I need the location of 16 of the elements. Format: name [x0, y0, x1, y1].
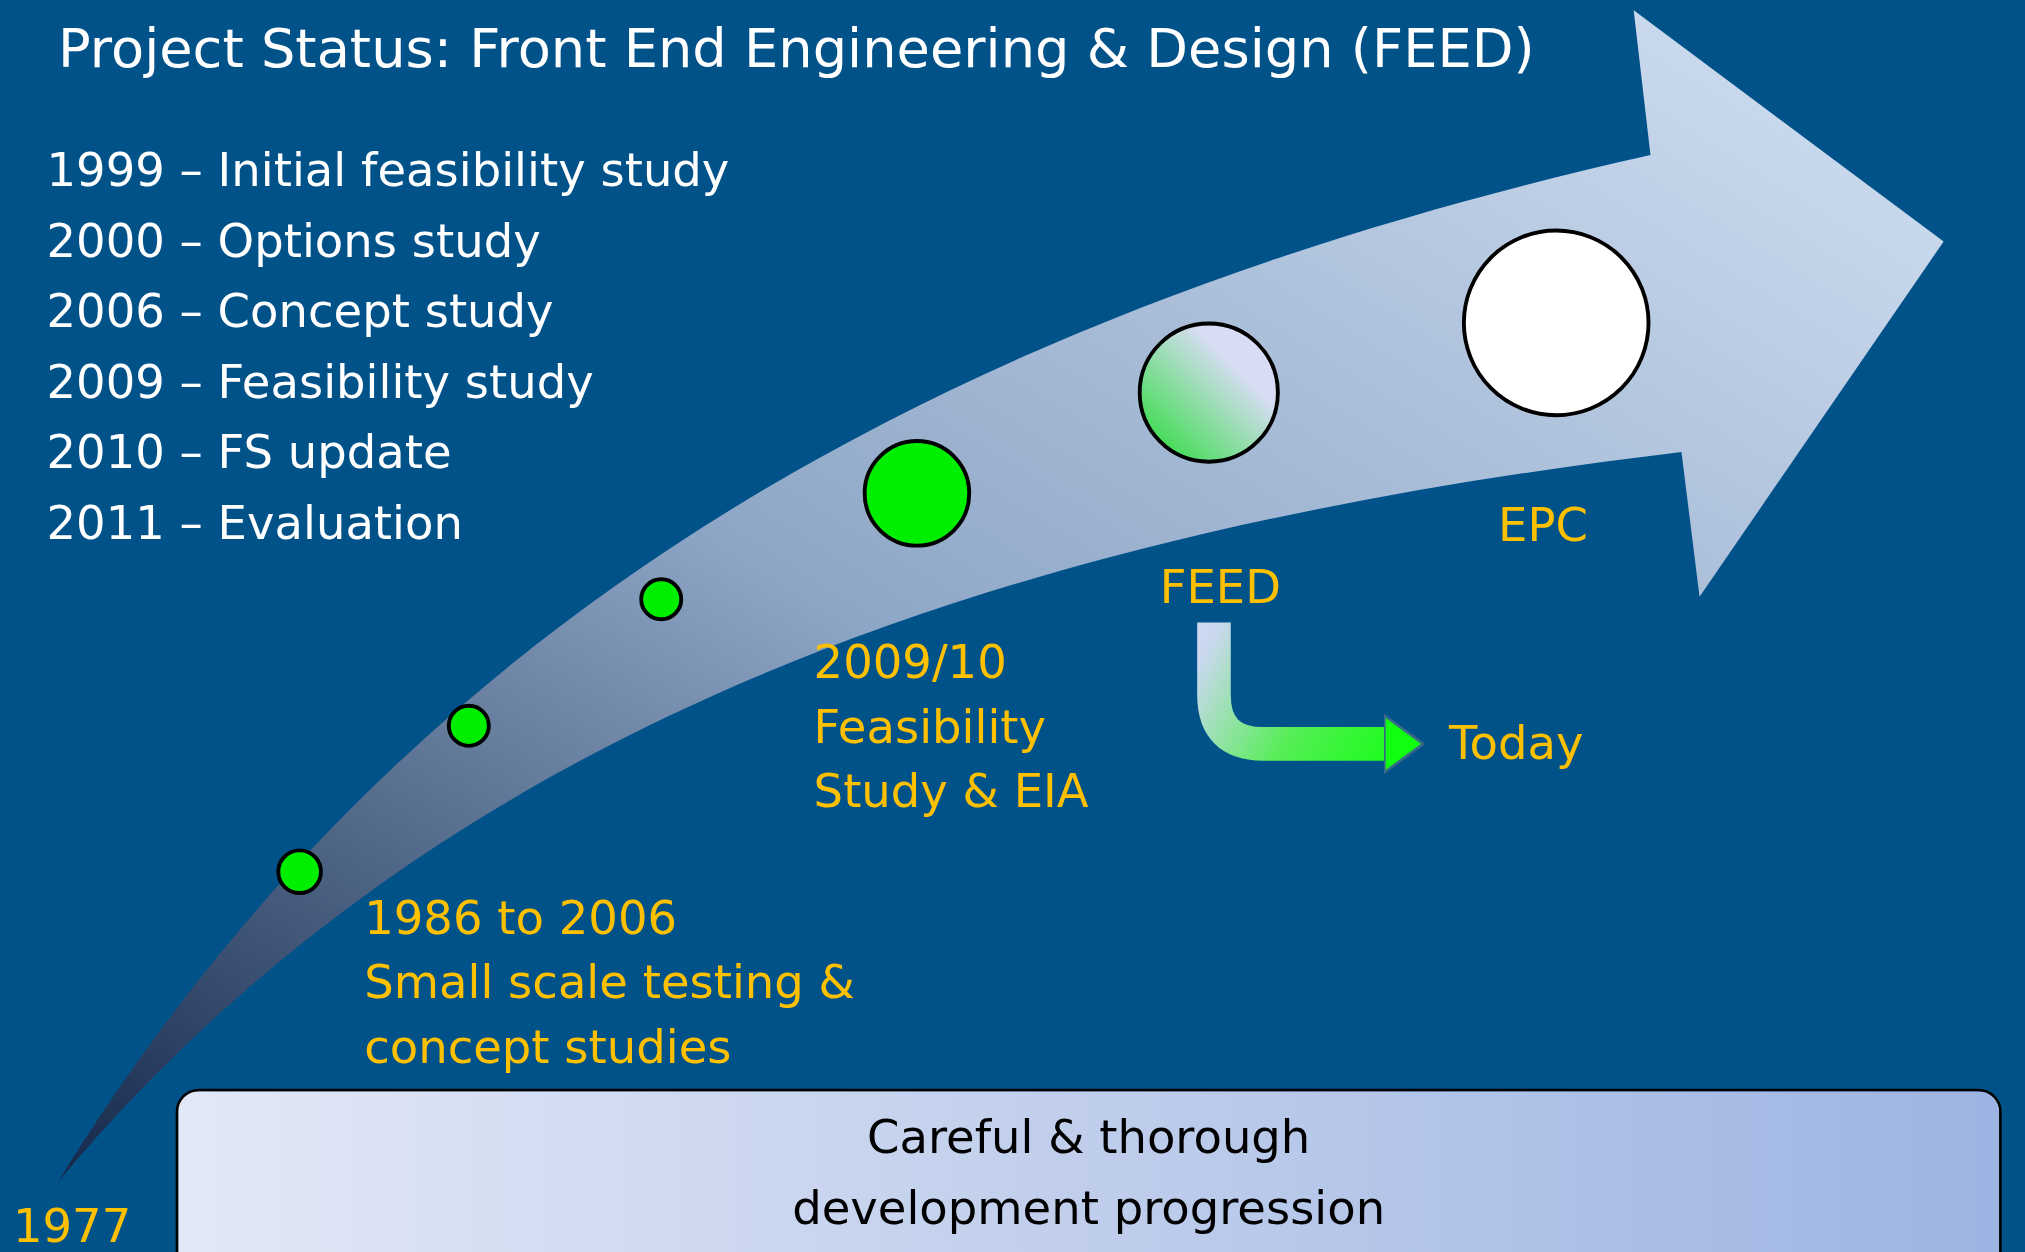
today-label: Today — [1449, 711, 1584, 777]
milestone-label: FEED — [1159, 555, 1281, 620]
milestone-label: 2009/10 Feasibility Study & EIA — [813, 634, 1089, 820]
milestone-label: EPC — [1498, 497, 1588, 554]
history-item: 2009 – Feasibility study — [46, 354, 594, 411]
milestone-circle — [276, 848, 323, 895]
history-item: 2010 – FS update — [46, 423, 452, 480]
slide-title: Project Status: Front End Engineering & Design (FEED) — [58, 15, 1535, 83]
history-item: 2011 – Evaluation — [46, 494, 463, 551]
history-item: 2000 – Options study — [46, 213, 541, 270]
milestone-label: 1977 — [12, 1198, 132, 1252]
banner-text: Careful & thorough development progression — [791, 1109, 1387, 1237]
milestone-label: 1986 to 2006 Small scale testing & concept studies — [364, 890, 855, 1076]
history-item: 2006 – Concept study — [46, 283, 554, 340]
banner-box — [175, 1088, 2002, 1252]
history-item: 1999 – Initial feasibility study — [46, 142, 730, 199]
